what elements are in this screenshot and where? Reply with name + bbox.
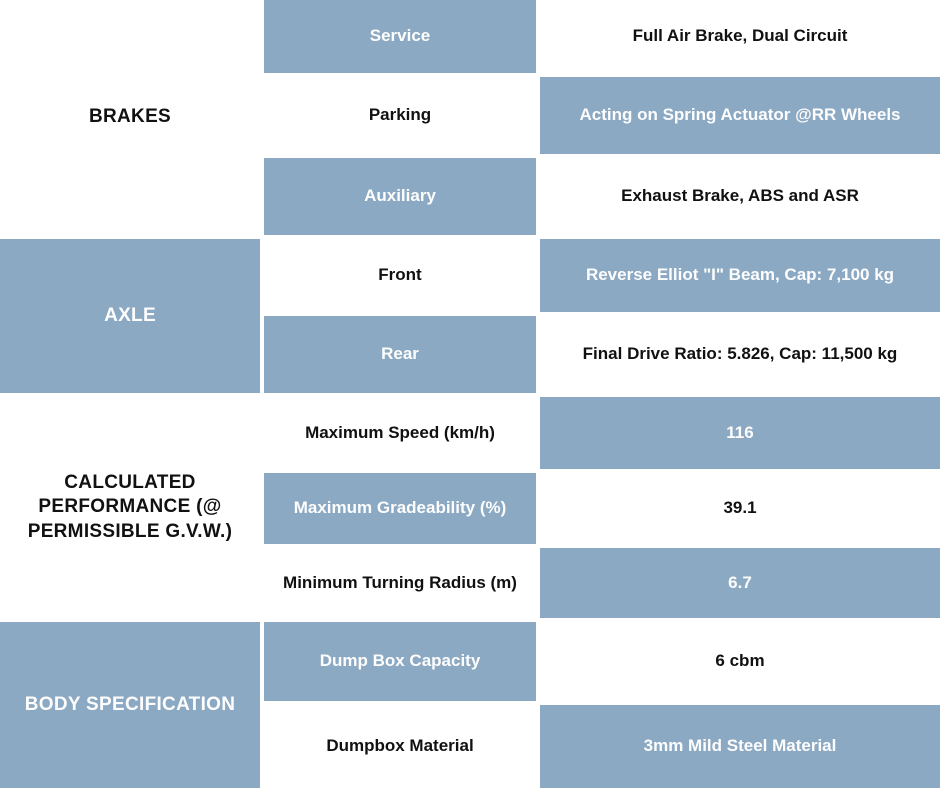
- label-front: Front: [378, 265, 422, 285]
- label-maximum-speed: Maximum Speed (km/h): [305, 422, 495, 442]
- value-cell-front: Reverse Elliot "I" Beam, Cap: 7,100 kg: [540, 239, 940, 312]
- value-auxiliary: Exhaust Brake, ABS and ASR: [621, 186, 859, 206]
- label-cell-maximum-speed: Maximum Speed (km/h): [264, 397, 536, 469]
- category-cell-axle: AXLE: [0, 239, 260, 393]
- label-dumpbox-material: Dumpbox Material: [326, 736, 474, 756]
- label-cell-parking: Parking: [264, 77, 536, 154]
- label-cell-maximum-gradeability: Maximum Gradeability (%): [264, 473, 536, 544]
- label-cell-rear: Rear: [264, 316, 536, 393]
- value-cell-rear: Final Drive Ratio: 5.826, Cap: 11,500 kg: [540, 316, 940, 393]
- label-cell-minimum-turning-radius: Minimum Turning Radius (m): [264, 548, 536, 618]
- category-brakes-label: BRAKES: [88, 106, 172, 128]
- category-axle-label: AXLE: [104, 304, 156, 326]
- value-cell-service: Full Air Brake, Dual Circuit: [540, 0, 940, 73]
- label-auxiliary: Auxiliary: [364, 186, 436, 206]
- label-minimum-turning-radius: Minimum Turning Radius (m): [283, 572, 517, 592]
- value-minimum-turning-radius: 6.7: [728, 572, 752, 592]
- value-cell-auxiliary: Exhaust Brake, ABS and ASR: [540, 158, 940, 235]
- value-cell-minimum-turning-radius: 6.7: [540, 548, 940, 618]
- category-cell-body-specification: BODY SPECIFICATION: [0, 622, 260, 788]
- value-rear: Final Drive Ratio: 5.826, Cap: 11,500 kg: [582, 344, 898, 364]
- value-parking: Acting on Spring Actuator @RR Wheels: [579, 105, 901, 125]
- label-parking: Parking: [368, 105, 432, 125]
- category-calculated-performance-label: CALCULATED PERFORMANCE (@ PERMISSIBLE G.…: [27, 472, 233, 542]
- value-dump-box-capacity: 6 cbm: [715, 651, 765, 671]
- label-dump-box-capacity: Dump Box Capacity: [319, 651, 481, 671]
- value-cell-maximum-gradeability: 39.1: [540, 473, 940, 544]
- value-dumpbox-material: 3mm Mild Steel Material: [643, 736, 837, 756]
- value-maximum-gradeability: 39.1: [723, 498, 757, 518]
- value-front: Reverse Elliot "I" Beam, Cap: 7,100 kg: [585, 265, 895, 285]
- label-maximum-gradeability: Maximum Gradeability (%): [293, 498, 507, 518]
- value-service: Full Air Brake, Dual Circuit: [632, 26, 848, 46]
- category-cell-calculated-performance: CALCULATED PERFORMANCE (@ PERMISSIBLE G.…: [0, 397, 260, 618]
- value-cell-dump-box-capacity: 6 cbm: [540, 622, 940, 701]
- label-service: Service: [369, 26, 431, 46]
- label-cell-auxiliary: Auxiliary: [264, 158, 536, 235]
- label-rear: Rear: [381, 344, 419, 364]
- label-cell-dump-box-capacity: Dump Box Capacity: [264, 622, 536, 701]
- label-cell-dumpbox-material: Dumpbox Material: [264, 705, 536, 788]
- value-maximum-speed: 116: [726, 422, 754, 442]
- value-cell-parking: Acting on Spring Actuator @RR Wheels: [540, 77, 940, 154]
- category-body-specification-label: BODY SPECIFICATION: [24, 693, 236, 715]
- value-cell-dumpbox-material: 3mm Mild Steel Material: [540, 705, 940, 788]
- label-cell-front: Front: [264, 239, 536, 312]
- category-cell-brakes: BRAKES: [0, 0, 260, 235]
- label-cell-service: Service: [264, 0, 536, 73]
- value-cell-maximum-speed: 116: [540, 397, 940, 469]
